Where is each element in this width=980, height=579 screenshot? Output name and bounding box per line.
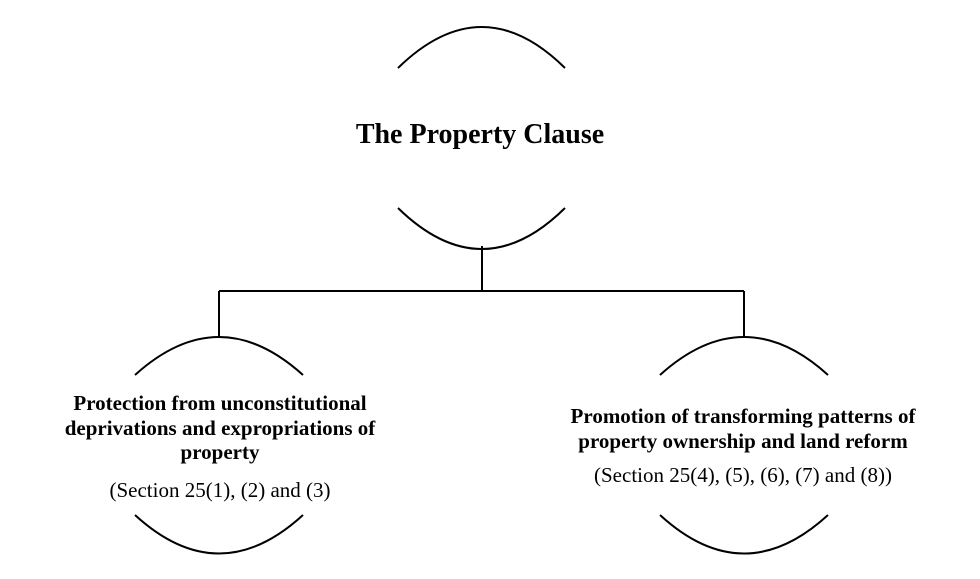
root-node-bottom-arc [397,207,566,250]
right-node-title: Promotion of transforming patterns of pr… [570,404,916,453]
left-node-title: Protection from unconstitutional depriva… [64,391,376,464]
right-node-top-arc [659,336,829,376]
left-node-top-arc [134,336,304,376]
root-node-title: The Property Clause [355,119,605,150]
right-node-subtitle: (Section 25(4), (5), (6), (7) and (8)) [594,463,892,487]
root-node-top-arc [397,26,566,69]
left-node-bottom-arc [134,514,304,555]
right-node-bottom-arc [659,514,829,555]
left-node-subtitle: (Section 25(1), (2) and (3) [109,478,331,502]
